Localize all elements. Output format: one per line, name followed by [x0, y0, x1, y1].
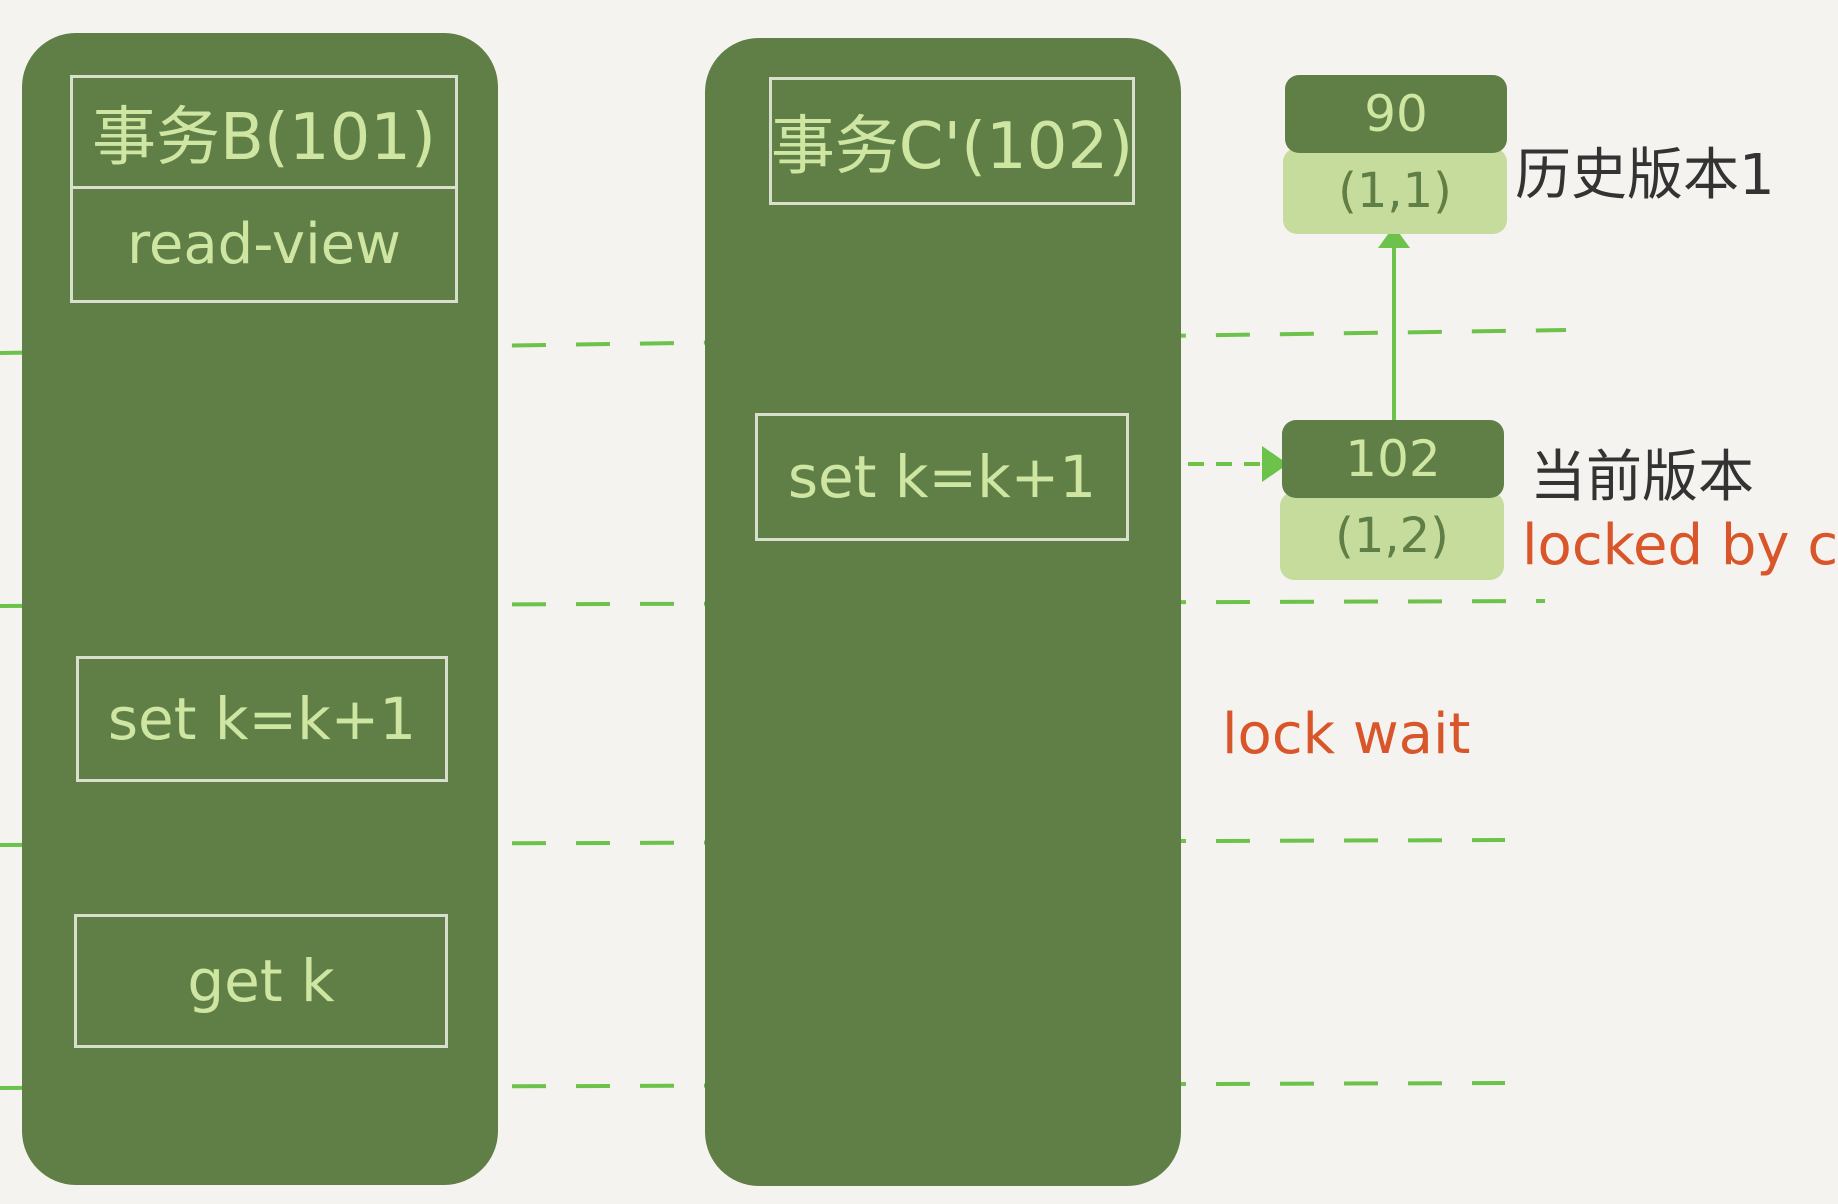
transaction-b-title: 事务B(101): [70, 75, 458, 189]
history-version-row: (1,1): [1283, 148, 1507, 234]
transaction-c-column: [705, 38, 1181, 1186]
transaction-c-title: 事务C'(102): [769, 77, 1135, 205]
current-version-value: 102: [1282, 420, 1504, 498]
transaction-b-column: [22, 33, 498, 1185]
transaction-b-get-k-box: get k: [74, 914, 448, 1048]
current-version-label: 当前版本: [1530, 445, 1754, 510]
current-version-row: (1,2): [1280, 492, 1504, 580]
lock-wait-annotation: lock wait: [1222, 702, 1471, 767]
history-version-value: 90: [1285, 75, 1507, 153]
history-version-label: 历史版本1: [1515, 143, 1775, 208]
version-chain-arrowhead: [1378, 226, 1410, 248]
locked-by-annotation: locked by c': [1522, 513, 1838, 578]
update-connector-arrowhead: [1262, 446, 1288, 482]
transaction-c-set-k-box: set k=k+1: [755, 413, 1129, 541]
transaction-b-set-k-box: set k=k+1: [76, 656, 448, 782]
read-view-box: read-view: [70, 189, 458, 303]
